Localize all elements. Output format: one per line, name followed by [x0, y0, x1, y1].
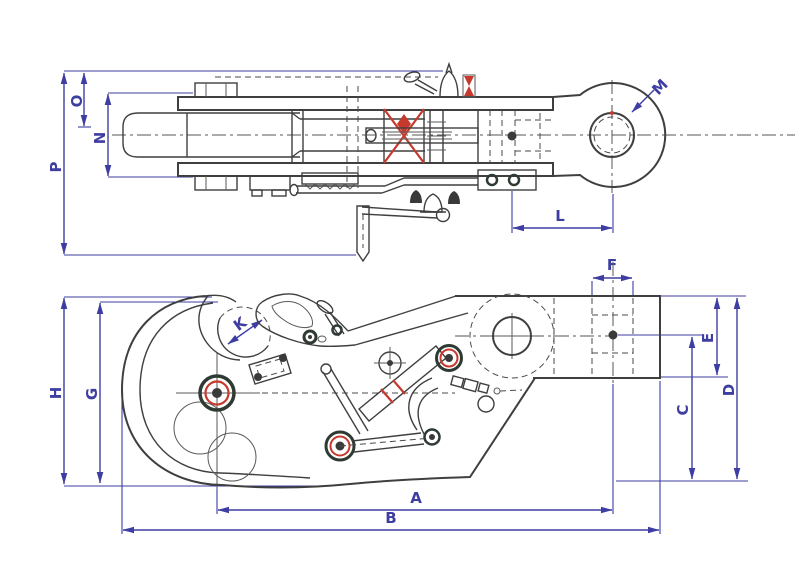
dim-label-g: G — [83, 388, 101, 400]
dim-label-b: B — [385, 509, 396, 527]
front-view-extension-lines — [64, 281, 748, 534]
dim-label-a: A — [410, 489, 422, 507]
top-view-dimension-lines — [60, 72, 655, 255]
top-view: P O N L M — [47, 61, 795, 263]
dim-label-e: E — [699, 333, 717, 343]
dim-label-d: D — [720, 384, 738, 396]
front-view-mechanism — [198, 344, 523, 462]
top-view-body — [122, 61, 667, 191]
front-view-hook-body — [120, 293, 661, 489]
top-view-extension-lines — [64, 70, 614, 256]
dim-label-l: L — [555, 207, 565, 225]
dim-label-f: F — [607, 256, 617, 274]
front-view-dimension-lines — [60, 274, 741, 534]
top-view-centerlines — [112, 76, 795, 193]
dim-label-o: O — [68, 95, 86, 108]
dim-label-p: P — [47, 162, 65, 173]
dim-label-k: K — [230, 312, 251, 334]
dim-label-c: C — [674, 404, 692, 415]
top-view-release-mechanism — [249, 169, 537, 263]
dim-label-h: H — [47, 387, 65, 400]
dim-label-n: N — [91, 132, 109, 145]
dim-label-m: M — [648, 75, 671, 98]
front-view: H G K A B F E C D — [47, 256, 748, 534]
